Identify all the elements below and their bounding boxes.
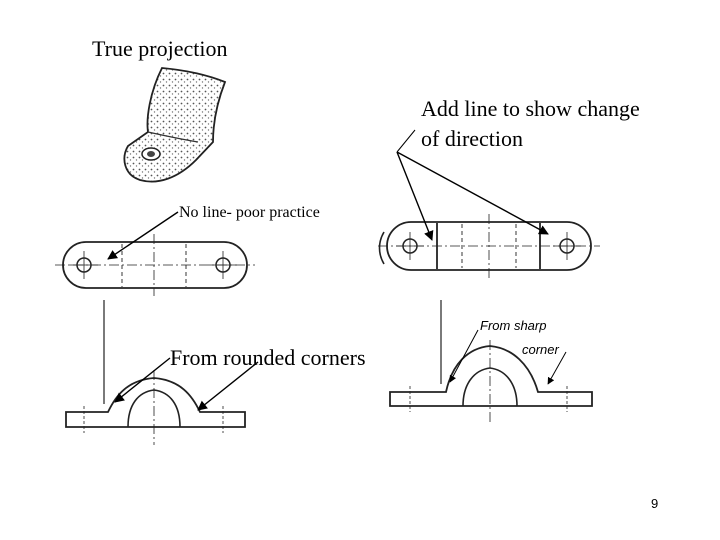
label-sharp-corner-line-2: corner: [522, 342, 559, 357]
left-front-view: [65, 300, 246, 445]
right-top-view: [378, 214, 600, 278]
annotation-add-line-2: of direction: [421, 126, 524, 151]
page-number: 9: [651, 496, 659, 511]
label-rounded-corners: From rounded corners: [170, 345, 366, 370]
annotation-arrows: [107, 129, 567, 411]
annotation-add-line-1: Add line to show change: [421, 96, 640, 121]
bracket-3d-illustration: [123, 67, 227, 183]
label-sharp-corner-line-1: From sharp: [480, 318, 547, 333]
label-no-line: No line- poor practice: [179, 204, 320, 221]
title-true-projection: True projection: [92, 36, 228, 61]
left-top-view: [55, 234, 255, 296]
